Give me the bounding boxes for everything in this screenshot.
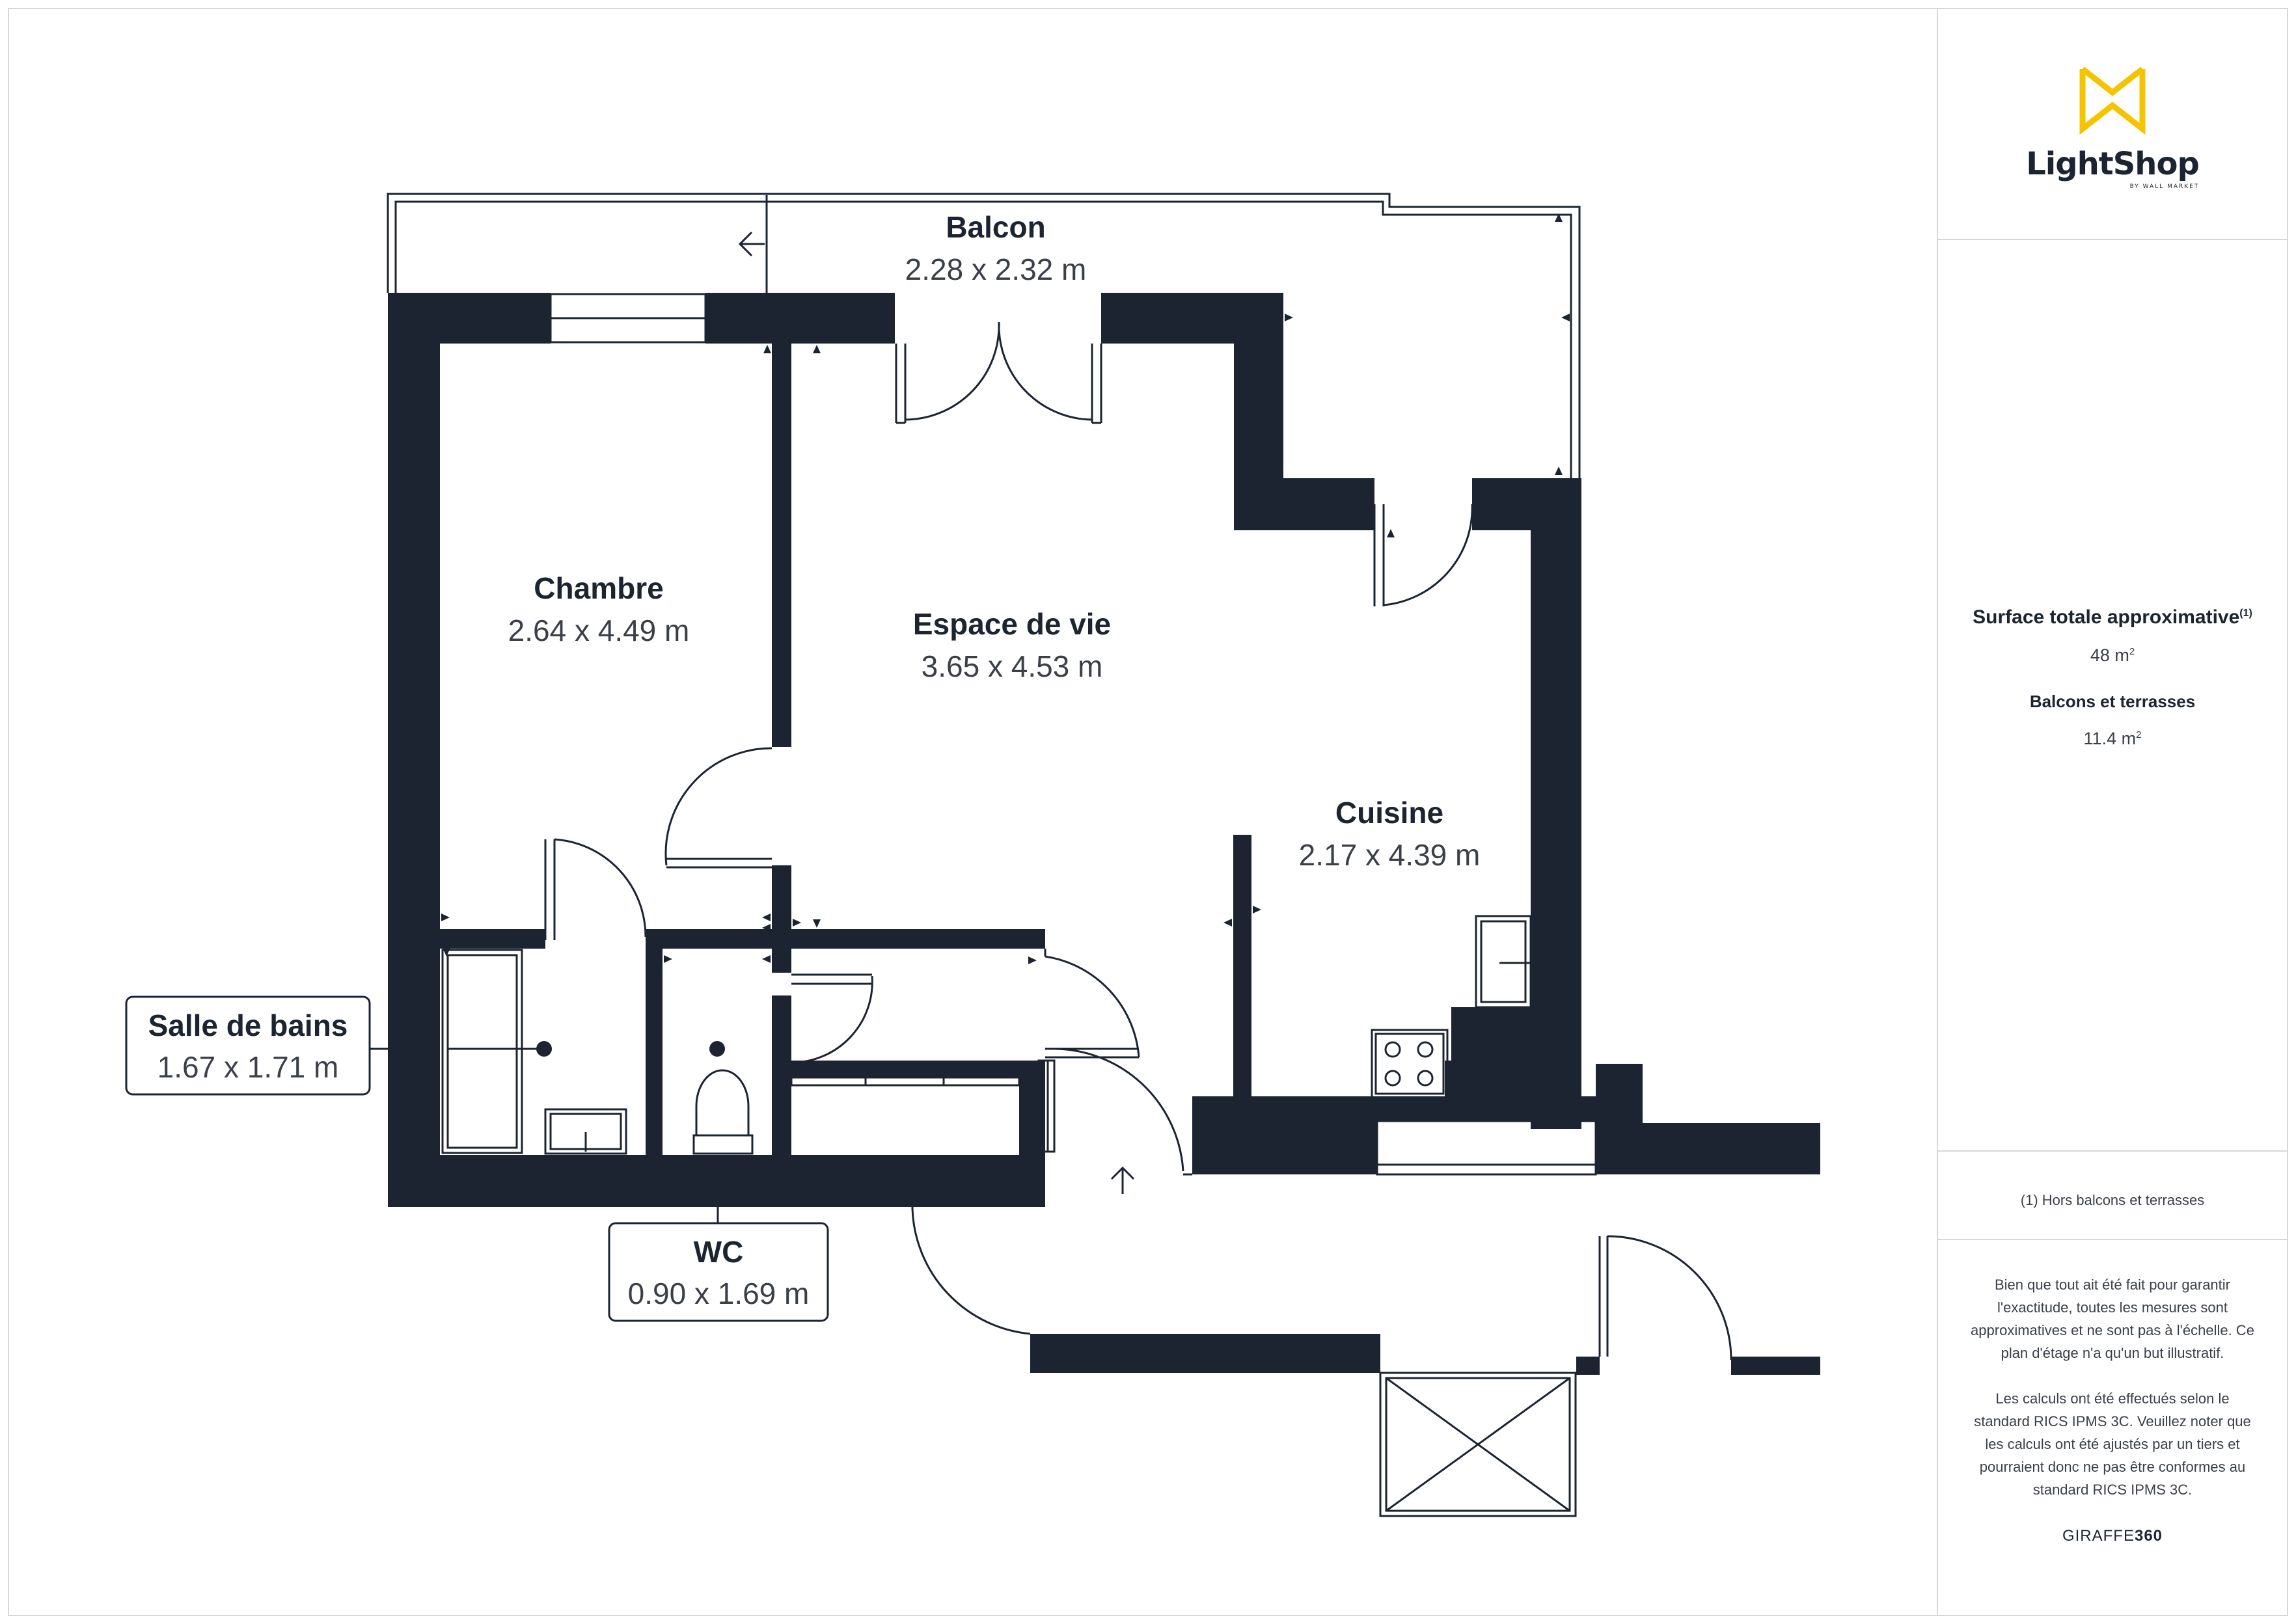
sdb-dims: 1.67 x 1.71 m (157, 1050, 339, 1084)
corridor-closet (790, 1076, 1020, 1087)
sdb-label-box: Salle de bains 1.67 x 1.71 m (125, 995, 371, 1096)
shower (441, 949, 544, 1154)
cooktop (1371, 1029, 1449, 1099)
page-frame (8, 8, 2288, 1616)
balcon-name: Balcon (946, 210, 1045, 244)
cuisine-name: Cuisine (1335, 796, 1443, 830)
footnote-block: (1) Hors balcons et terrasses (1938, 1192, 2287, 1209)
info-sidebar: LightShop BY WALL MARKET Surface totale … (1937, 8, 2287, 1615)
markers (441, 213, 1570, 964)
sidebar-divider (1938, 1150, 2287, 1152)
cuisine-dims: 2.17 x 4.39 m (1299, 838, 1481, 872)
wc-drain (709, 1041, 725, 1057)
fridge (1475, 915, 1532, 1008)
sdb-door (544, 838, 647, 940)
balcony-surface-label: Balcons et terrasses (2029, 692, 2196, 711)
giraffe360-credit: GIRAFFE360 (2062, 1527, 2163, 1545)
label-leaders (370, 1048, 719, 1223)
chambre-door (664, 747, 772, 869)
sdb-name: Salle de bains (148, 1008, 348, 1042)
lower-door (911, 1207, 1732, 1360)
disclaimer-paragraph-1: Bien que tout ait été fait pour garantir… (1971, 1277, 2254, 1361)
surface-summary: Surface totale approximative(1) 48 m2 Ba… (1938, 606, 2287, 749)
footnote: (1) Hors balcons et terrasses (2020, 1192, 2205, 1208)
kitchen-window (1376, 1120, 1597, 1176)
bath-sink (544, 1108, 627, 1155)
sidebar-divider (1938, 239, 2287, 240)
disclaimer-paragraph-2: Les calculs ont été effectués selon le s… (1974, 1390, 2251, 1498)
wc-door (791, 973, 873, 1064)
balcony-surface-value: 11.4 m2 (2083, 729, 2142, 748)
espace-name: Espace de vie (913, 607, 1111, 641)
chambre-name: Chambre (534, 571, 663, 605)
wc-label-box: WC 0.90 x 1.69 m (608, 1222, 829, 1322)
balcon-dims: 2.28 x 2.32 m (905, 252, 1087, 286)
floor-plan: Balcon 2.28 x 2.32 m Chambre 2.64 x 4.49… (125, 193, 1820, 1517)
lightshop-logo-icon (2079, 66, 2146, 135)
brand-tagline: BY WALL MARKET (2129, 183, 2200, 190)
skylight (1379, 1372, 1577, 1517)
brand-name: LightShop (2026, 146, 2200, 182)
brand-logo: LightShop BY WALL MARKET (1938, 66, 2287, 190)
cuisine-door (1373, 504, 1473, 606)
chambre-dims: 2.64 x 4.49 m (508, 614, 690, 647)
balcony-arrow-icon (738, 231, 765, 257)
disclaimer-block: Bien que tout ait été fait pour garantir… (1938, 1273, 2287, 1545)
entrance-door (1037, 949, 1192, 1194)
balcony-double-door (895, 321, 1102, 424)
espace-dims: 3.65 x 4.53 m (922, 649, 1103, 683)
room-labels: Balcon 2.28 x 2.32 m Chambre 2.64 x 4.49… (508, 210, 1481, 872)
total-surface-value: 48 m2 (2090, 645, 2135, 665)
toilet (692, 1069, 754, 1155)
walls (388, 293, 1820, 1375)
shower-drain (536, 1041, 552, 1057)
total-surface-label: Surface totale approximative(1) (1973, 606, 2252, 628)
window-chambre (549, 293, 707, 344)
wc-name: WC (694, 1235, 744, 1269)
sidebar-divider (1938, 1239, 2287, 1240)
balcony-outline (387, 193, 1581, 478)
wc-dims: 0.90 x 1.69 m (628, 1277, 810, 1310)
